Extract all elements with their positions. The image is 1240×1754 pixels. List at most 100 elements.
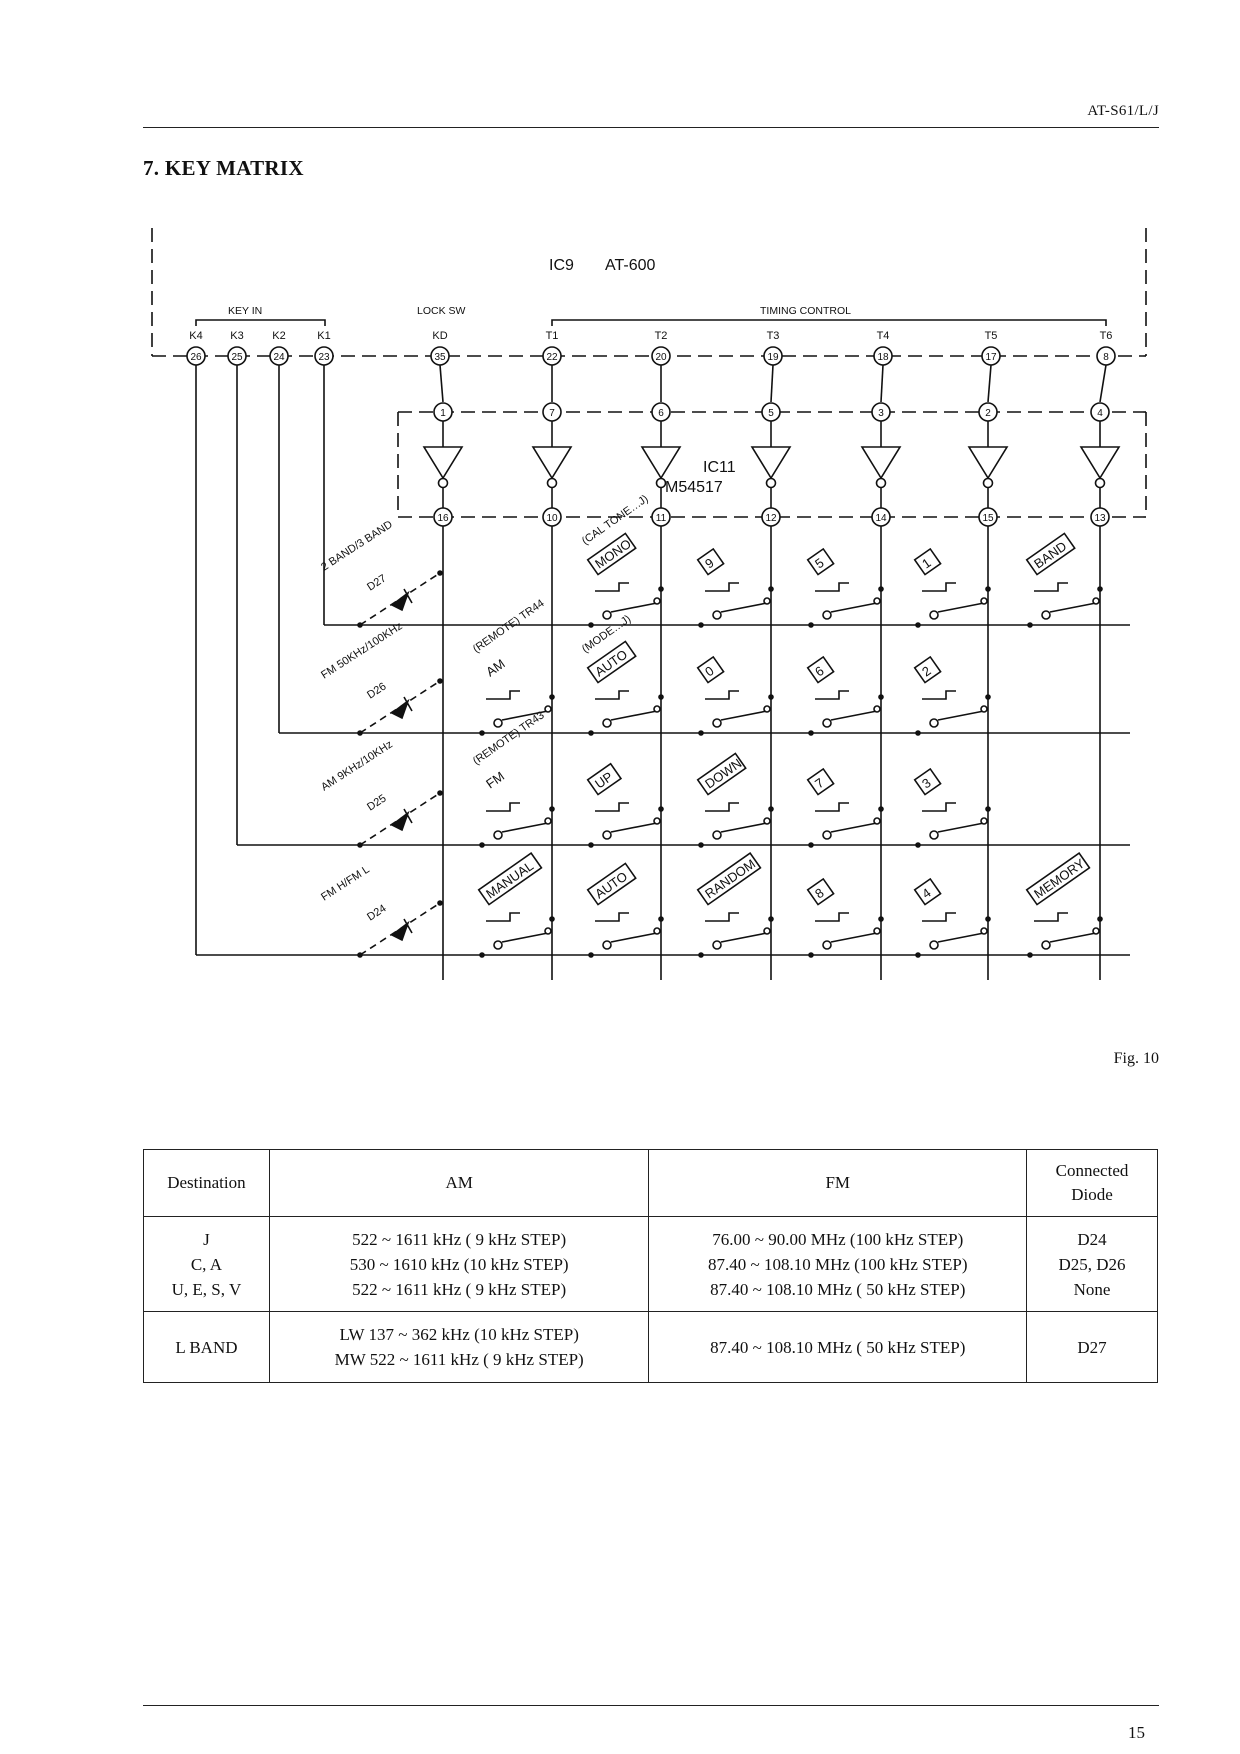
switch-button bbox=[922, 582, 956, 592]
cell-am: 522 ~ 1611 kHz ( 9 kHz STEP) 530 ~ 1610 … bbox=[268, 1216, 650, 1312]
junction-dot bbox=[985, 806, 991, 812]
key-note: (REMOTE) TR44 bbox=[471, 597, 547, 655]
junction-dot bbox=[658, 806, 664, 812]
switch-arm bbox=[1049, 602, 1097, 613]
junction-dot bbox=[768, 916, 774, 922]
header-destination: Destination bbox=[143, 1149, 270, 1217]
junction-dot bbox=[698, 842, 704, 848]
table-row: L BAND LW 137 ~ 362 kHz (10 kHz STEP) MW… bbox=[143, 1311, 1158, 1383]
junction-dot bbox=[698, 622, 704, 628]
pin-number: 16 bbox=[437, 513, 449, 524]
ic9-pin-name: K4 bbox=[189, 330, 202, 342]
junction-dot bbox=[1027, 952, 1033, 958]
switch-contact bbox=[873, 927, 881, 935]
ic9-pin-name: T2 bbox=[655, 330, 668, 342]
switch-contact bbox=[929, 830, 939, 840]
cell-line: J bbox=[203, 1229, 210, 1249]
ic9-pin-name: K3 bbox=[230, 330, 243, 342]
switch-arm bbox=[610, 822, 658, 833]
pin-number: 22 bbox=[546, 352, 558, 363]
cell-line: 87.40 ~ 108.10 MHz ( 50 kHz STEP) bbox=[710, 1279, 966, 1299]
cell-line: D27 bbox=[1077, 1337, 1107, 1357]
pin-number: 15 bbox=[982, 513, 994, 524]
switch-contact bbox=[763, 597, 771, 605]
switch-button bbox=[815, 912, 849, 922]
junction-dot bbox=[878, 806, 884, 812]
switch-contact bbox=[822, 830, 832, 840]
footer-rule bbox=[143, 1705, 1159, 1706]
switch-button bbox=[922, 912, 956, 922]
model-number: AT-S61/L/J bbox=[1087, 103, 1159, 119]
switch-contact bbox=[544, 817, 552, 825]
buffer-triangle bbox=[967, 446, 1009, 480]
switch-button bbox=[1034, 912, 1068, 922]
section-title: 7. KEY MATRIX bbox=[143, 156, 304, 180]
key-label: FM bbox=[483, 768, 507, 791]
diode-symbol bbox=[390, 808, 413, 832]
pin-number: 1 bbox=[440, 408, 446, 419]
ic9-to-ic11-line bbox=[439, 364, 444, 403]
key-frame bbox=[696, 547, 725, 576]
key-frame bbox=[1025, 852, 1091, 906]
key-frame bbox=[913, 547, 942, 576]
diode-lead bbox=[359, 680, 441, 734]
key-frame bbox=[806, 877, 835, 906]
cell-line: None bbox=[1073, 1279, 1111, 1299]
key-frame bbox=[586, 532, 637, 576]
key-in-bracket bbox=[195, 319, 326, 326]
buffer-triangle bbox=[1079, 446, 1121, 480]
junction-dot bbox=[357, 952, 363, 958]
switch-contact bbox=[980, 817, 988, 825]
ic11-part: M54517 bbox=[665, 479, 723, 496]
key-frame bbox=[806, 547, 835, 576]
pin-number: 3 bbox=[878, 408, 884, 419]
cell-line: U, E, S, V bbox=[171, 1279, 242, 1299]
switch-button bbox=[705, 690, 739, 700]
junction-dot bbox=[808, 730, 814, 736]
key-in-label: KEY IN bbox=[228, 305, 262, 317]
switch-button bbox=[705, 912, 739, 922]
header-connected-diode: Connected Diode bbox=[1026, 1149, 1158, 1217]
switch-contact bbox=[712, 940, 722, 950]
pin-number: 19 bbox=[767, 352, 779, 363]
lock-sw-label: LOCK SW bbox=[417, 305, 466, 317]
diode-symbol bbox=[390, 696, 413, 720]
pin-number: 17 bbox=[985, 352, 997, 363]
switch-contact bbox=[929, 940, 939, 950]
pin-number: 18 bbox=[877, 352, 889, 363]
switch-arm bbox=[937, 932, 985, 943]
diode-function: FM H/FM L bbox=[319, 863, 372, 903]
ic9-part: AT-600 bbox=[605, 257, 656, 274]
ic9-to-ic11-line bbox=[1099, 364, 1107, 403]
switch-arm bbox=[720, 602, 768, 613]
switch-button bbox=[486, 912, 520, 922]
junction-dot bbox=[698, 730, 704, 736]
pin-number: 6 bbox=[658, 408, 664, 419]
switch-button bbox=[922, 802, 956, 812]
switch-contact bbox=[653, 817, 661, 825]
header-diode-text: Connected Diode bbox=[1055, 1161, 1129, 1204]
junction-dot bbox=[357, 842, 363, 848]
switch-arm bbox=[610, 602, 658, 613]
switch-arm bbox=[937, 710, 985, 721]
header-rule bbox=[143, 127, 1159, 128]
junction-dot bbox=[549, 694, 555, 700]
pin-number: 7 bbox=[549, 408, 555, 419]
cell-destination: J C, A U, E, S, V bbox=[143, 1216, 270, 1312]
switch-contact bbox=[653, 597, 661, 605]
switch-contact bbox=[712, 718, 722, 728]
key-frame bbox=[1025, 532, 1076, 576]
switch-button bbox=[595, 690, 629, 700]
table-header-row: Destination AM FM Connected Diode bbox=[143, 1149, 1158, 1217]
junction-dot bbox=[1097, 916, 1103, 922]
key-frame bbox=[913, 655, 942, 684]
diode-symbol bbox=[390, 918, 413, 942]
switch-arm bbox=[830, 710, 878, 721]
cell-line: C, A bbox=[190, 1254, 223, 1274]
table-row: J C, A U, E, S, V 522 ~ 1611 kHz ( 9 kHz… bbox=[143, 1216, 1158, 1312]
cell-fm: 76.00 ~ 90.00 MHz (100 kHz STEP) 87.40 ~… bbox=[648, 1216, 1028, 1312]
switch-arm bbox=[830, 602, 878, 613]
key-frame bbox=[913, 767, 942, 796]
ic9-pin-name: K2 bbox=[272, 330, 285, 342]
